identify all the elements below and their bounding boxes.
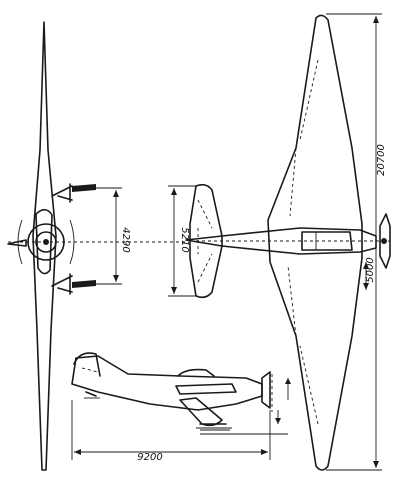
front-view-gear-lower: [51, 273, 73, 295]
dimension-tailplane-span: 5210: [179, 227, 190, 252]
front-view-wing: [32, 21, 57, 471]
front-view-gear-upper: [51, 183, 73, 203]
front-view-propeller: [35, 208, 53, 275]
side-view-canopy: [177, 368, 215, 377]
dimension-fuselage-length: 9200: [137, 452, 162, 463]
side-view-fuselage: [71, 355, 263, 411]
side-view: 9200: [71, 352, 291, 463]
side-view-wheel-fairing: [179, 397, 223, 427]
dimension-wingspan: 20700: [376, 144, 387, 176]
dimension-front-gear-track: 4290: [120, 227, 131, 252]
top-view-cockpit: [301, 231, 353, 251]
top-view-wing: [267, 14, 363, 471]
top-view-propeller: [379, 213, 391, 269]
side-view-fin: [73, 352, 101, 377]
front-view: 4290: [7, 21, 131, 471]
dimension-wing-root-chord: 5000: [365, 257, 376, 282]
side-view-propeller: [261, 371, 271, 409]
top-view: 5210 20700 5000: [168, 13, 391, 471]
